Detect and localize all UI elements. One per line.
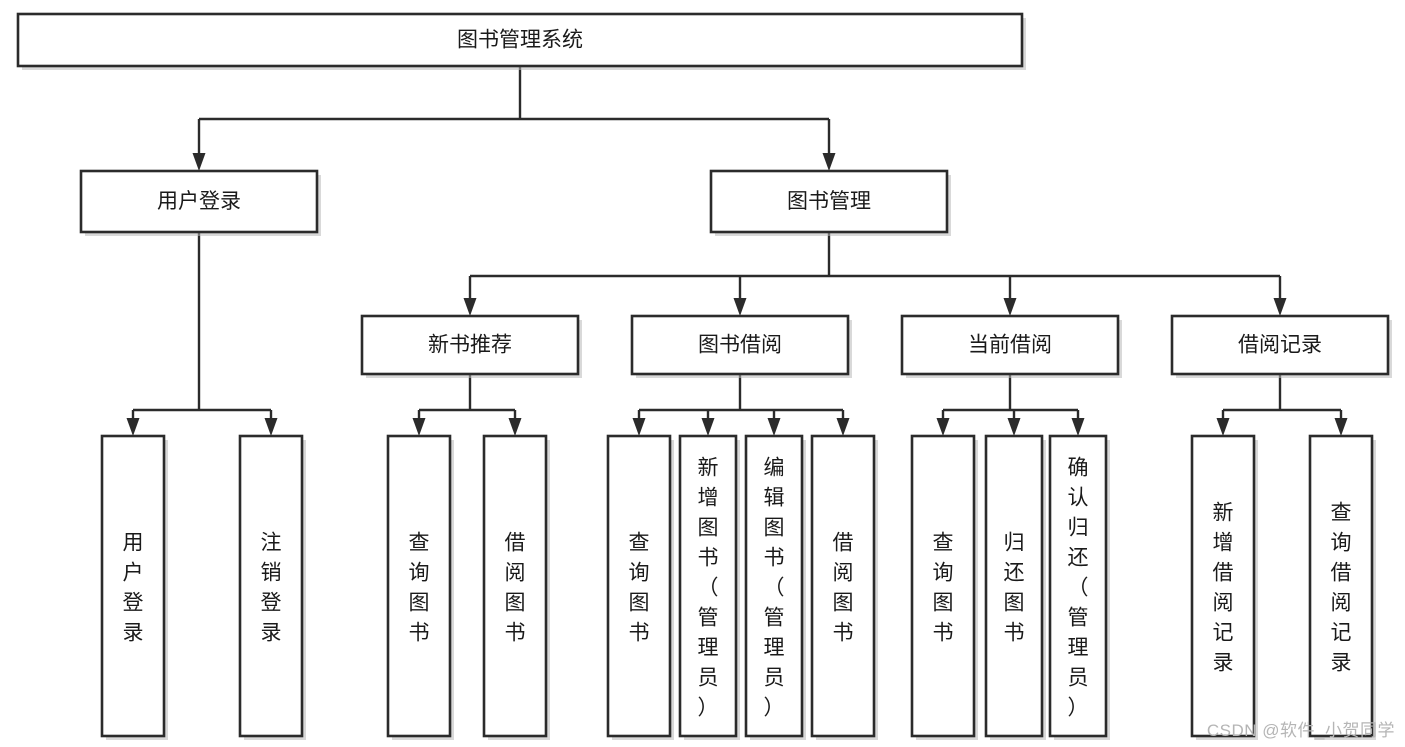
arrow-head-icon bbox=[463, 298, 477, 316]
node-current-borrow[interactable]: 当前借阅 bbox=[900, 314, 1122, 378]
node-label: 用户登录 bbox=[123, 531, 144, 644]
arrow-head-icon bbox=[701, 418, 715, 436]
node-box[interactable] bbox=[900, 314, 1120, 376]
arrow-head-icon bbox=[1273, 298, 1287, 316]
node-leaf-borrow-book-1[interactable]: 借阅图书 bbox=[482, 434, 550, 740]
edge-layer bbox=[126, 66, 1348, 436]
edge-group-root bbox=[192, 66, 836, 171]
edge-group-borrow-record bbox=[1216, 374, 1348, 436]
arrow-head-icon bbox=[632, 418, 646, 436]
node-box[interactable] bbox=[630, 314, 850, 376]
node-box[interactable] bbox=[482, 434, 548, 738]
node-label: 查询图书 bbox=[629, 531, 650, 644]
node-book-manage[interactable]: 图书管理 bbox=[709, 169, 951, 236]
node-label: 用户登录 bbox=[157, 190, 241, 213]
node-leaf-query-book-3[interactable]: 查询图书 bbox=[910, 434, 978, 740]
node-leaf-query-book-2[interactable]: 查询图书 bbox=[606, 434, 674, 740]
node-new-book-recommend[interactable]: 新书推荐 bbox=[360, 314, 582, 378]
node-book-borrow[interactable]: 图书借阅 bbox=[630, 314, 852, 378]
node-leaf-query-borrow-record[interactable]: 查询借阅记录 bbox=[1308, 434, 1376, 740]
arrow-head-icon bbox=[733, 298, 747, 316]
arrow-head-icon bbox=[1007, 418, 1021, 436]
node-label: 查询图书 bbox=[933, 531, 954, 644]
node-box[interactable] bbox=[709, 169, 949, 234]
node-label: 确认归还（管理员） bbox=[1068, 456, 1089, 719]
edge-group-user-login bbox=[126, 232, 278, 436]
arrow-head-icon bbox=[1003, 298, 1017, 316]
node-box[interactable] bbox=[1190, 434, 1256, 738]
node-box[interactable] bbox=[1170, 314, 1390, 376]
node-box[interactable] bbox=[1048, 434, 1108, 738]
node-leaf-user-logout[interactable]: 注销登录 bbox=[238, 434, 306, 740]
node-box[interactable] bbox=[360, 314, 580, 376]
node-box[interactable] bbox=[910, 434, 976, 738]
arrow-head-icon bbox=[126, 418, 140, 436]
node-leaf-query-book-1[interactable]: 查询图书 bbox=[386, 434, 454, 740]
node-label: 新增借阅记录 bbox=[1213, 501, 1234, 674]
node-leaf-add-book[interactable]: 新增图书（管理员） bbox=[678, 434, 740, 740]
edge-group-current-borrow bbox=[936, 374, 1085, 436]
node-label: 借阅记录 bbox=[1238, 334, 1322, 357]
node-box[interactable] bbox=[744, 434, 804, 738]
node-leaf-add-borrow-record[interactable]: 新增借阅记录 bbox=[1190, 434, 1258, 740]
node-box[interactable] bbox=[606, 434, 672, 738]
arrow-head-icon bbox=[1334, 418, 1348, 436]
arrow-head-icon bbox=[192, 153, 206, 171]
arrow-head-icon bbox=[508, 418, 522, 436]
arrow-head-icon bbox=[412, 418, 426, 436]
node-label: 借阅图书 bbox=[833, 531, 854, 644]
edge-group-book-manage bbox=[463, 232, 1287, 316]
node-leaf-return-book[interactable]: 归还图书 bbox=[984, 434, 1046, 740]
node-user-login[interactable]: 用户登录 bbox=[79, 169, 321, 236]
node-label: 编辑图书（管理员） bbox=[764, 456, 785, 719]
node-label: 注销登录 bbox=[261, 531, 282, 644]
arrow-head-icon bbox=[767, 418, 781, 436]
node-label: 查询图书 bbox=[409, 531, 430, 644]
node-label: 借阅图书 bbox=[505, 531, 526, 644]
arrow-head-icon bbox=[822, 153, 836, 171]
node-box[interactable] bbox=[678, 434, 738, 738]
arrow-head-icon bbox=[1216, 418, 1230, 436]
node-label: 查询借阅记录 bbox=[1331, 501, 1352, 674]
node-box[interactable] bbox=[386, 434, 452, 738]
node-leaf-edit-book[interactable]: 编辑图书（管理员） bbox=[744, 434, 806, 740]
arrow-head-icon bbox=[936, 418, 950, 436]
node-label: 图书管理 bbox=[787, 190, 871, 213]
node-label: 图书管理系统 bbox=[457, 29, 583, 52]
node-box[interactable] bbox=[810, 434, 876, 738]
node-box[interactable] bbox=[100, 434, 166, 738]
node-label: 新书推荐 bbox=[428, 334, 512, 357]
node-root[interactable]: 图书管理系统 bbox=[16, 12, 1026, 70]
edge-group-book-borrow bbox=[632, 374, 850, 436]
node-leaf-borrow-book-2[interactable]: 借阅图书 bbox=[810, 434, 878, 740]
node-box[interactable] bbox=[984, 434, 1044, 738]
node-borrow-record[interactable]: 借阅记录 bbox=[1170, 314, 1392, 378]
node-label: 当前借阅 bbox=[968, 334, 1052, 357]
arrow-head-icon bbox=[836, 418, 850, 436]
node-label: 归还图书 bbox=[1004, 531, 1025, 644]
edge-group-new-book-recommend bbox=[412, 374, 522, 436]
node-box[interactable] bbox=[1308, 434, 1374, 738]
node-box[interactable] bbox=[79, 169, 319, 234]
node-box[interactable] bbox=[16, 12, 1024, 68]
node-box[interactable] bbox=[238, 434, 304, 738]
arrow-head-icon bbox=[1071, 418, 1085, 436]
node-leaf-user-login[interactable]: 用户登录 bbox=[100, 434, 168, 740]
node-layer: 图书管理系统用户登录图书管理新书推荐图书借阅当前借阅借阅记录用户登录注销登录查询… bbox=[16, 12, 1392, 740]
arrow-head-icon bbox=[264, 418, 278, 436]
node-label: 新增图书（管理员） bbox=[698, 456, 719, 719]
node-label: 图书借阅 bbox=[698, 334, 782, 357]
node-leaf-confirm-return[interactable]: 确认归还（管理员） bbox=[1048, 434, 1110, 740]
